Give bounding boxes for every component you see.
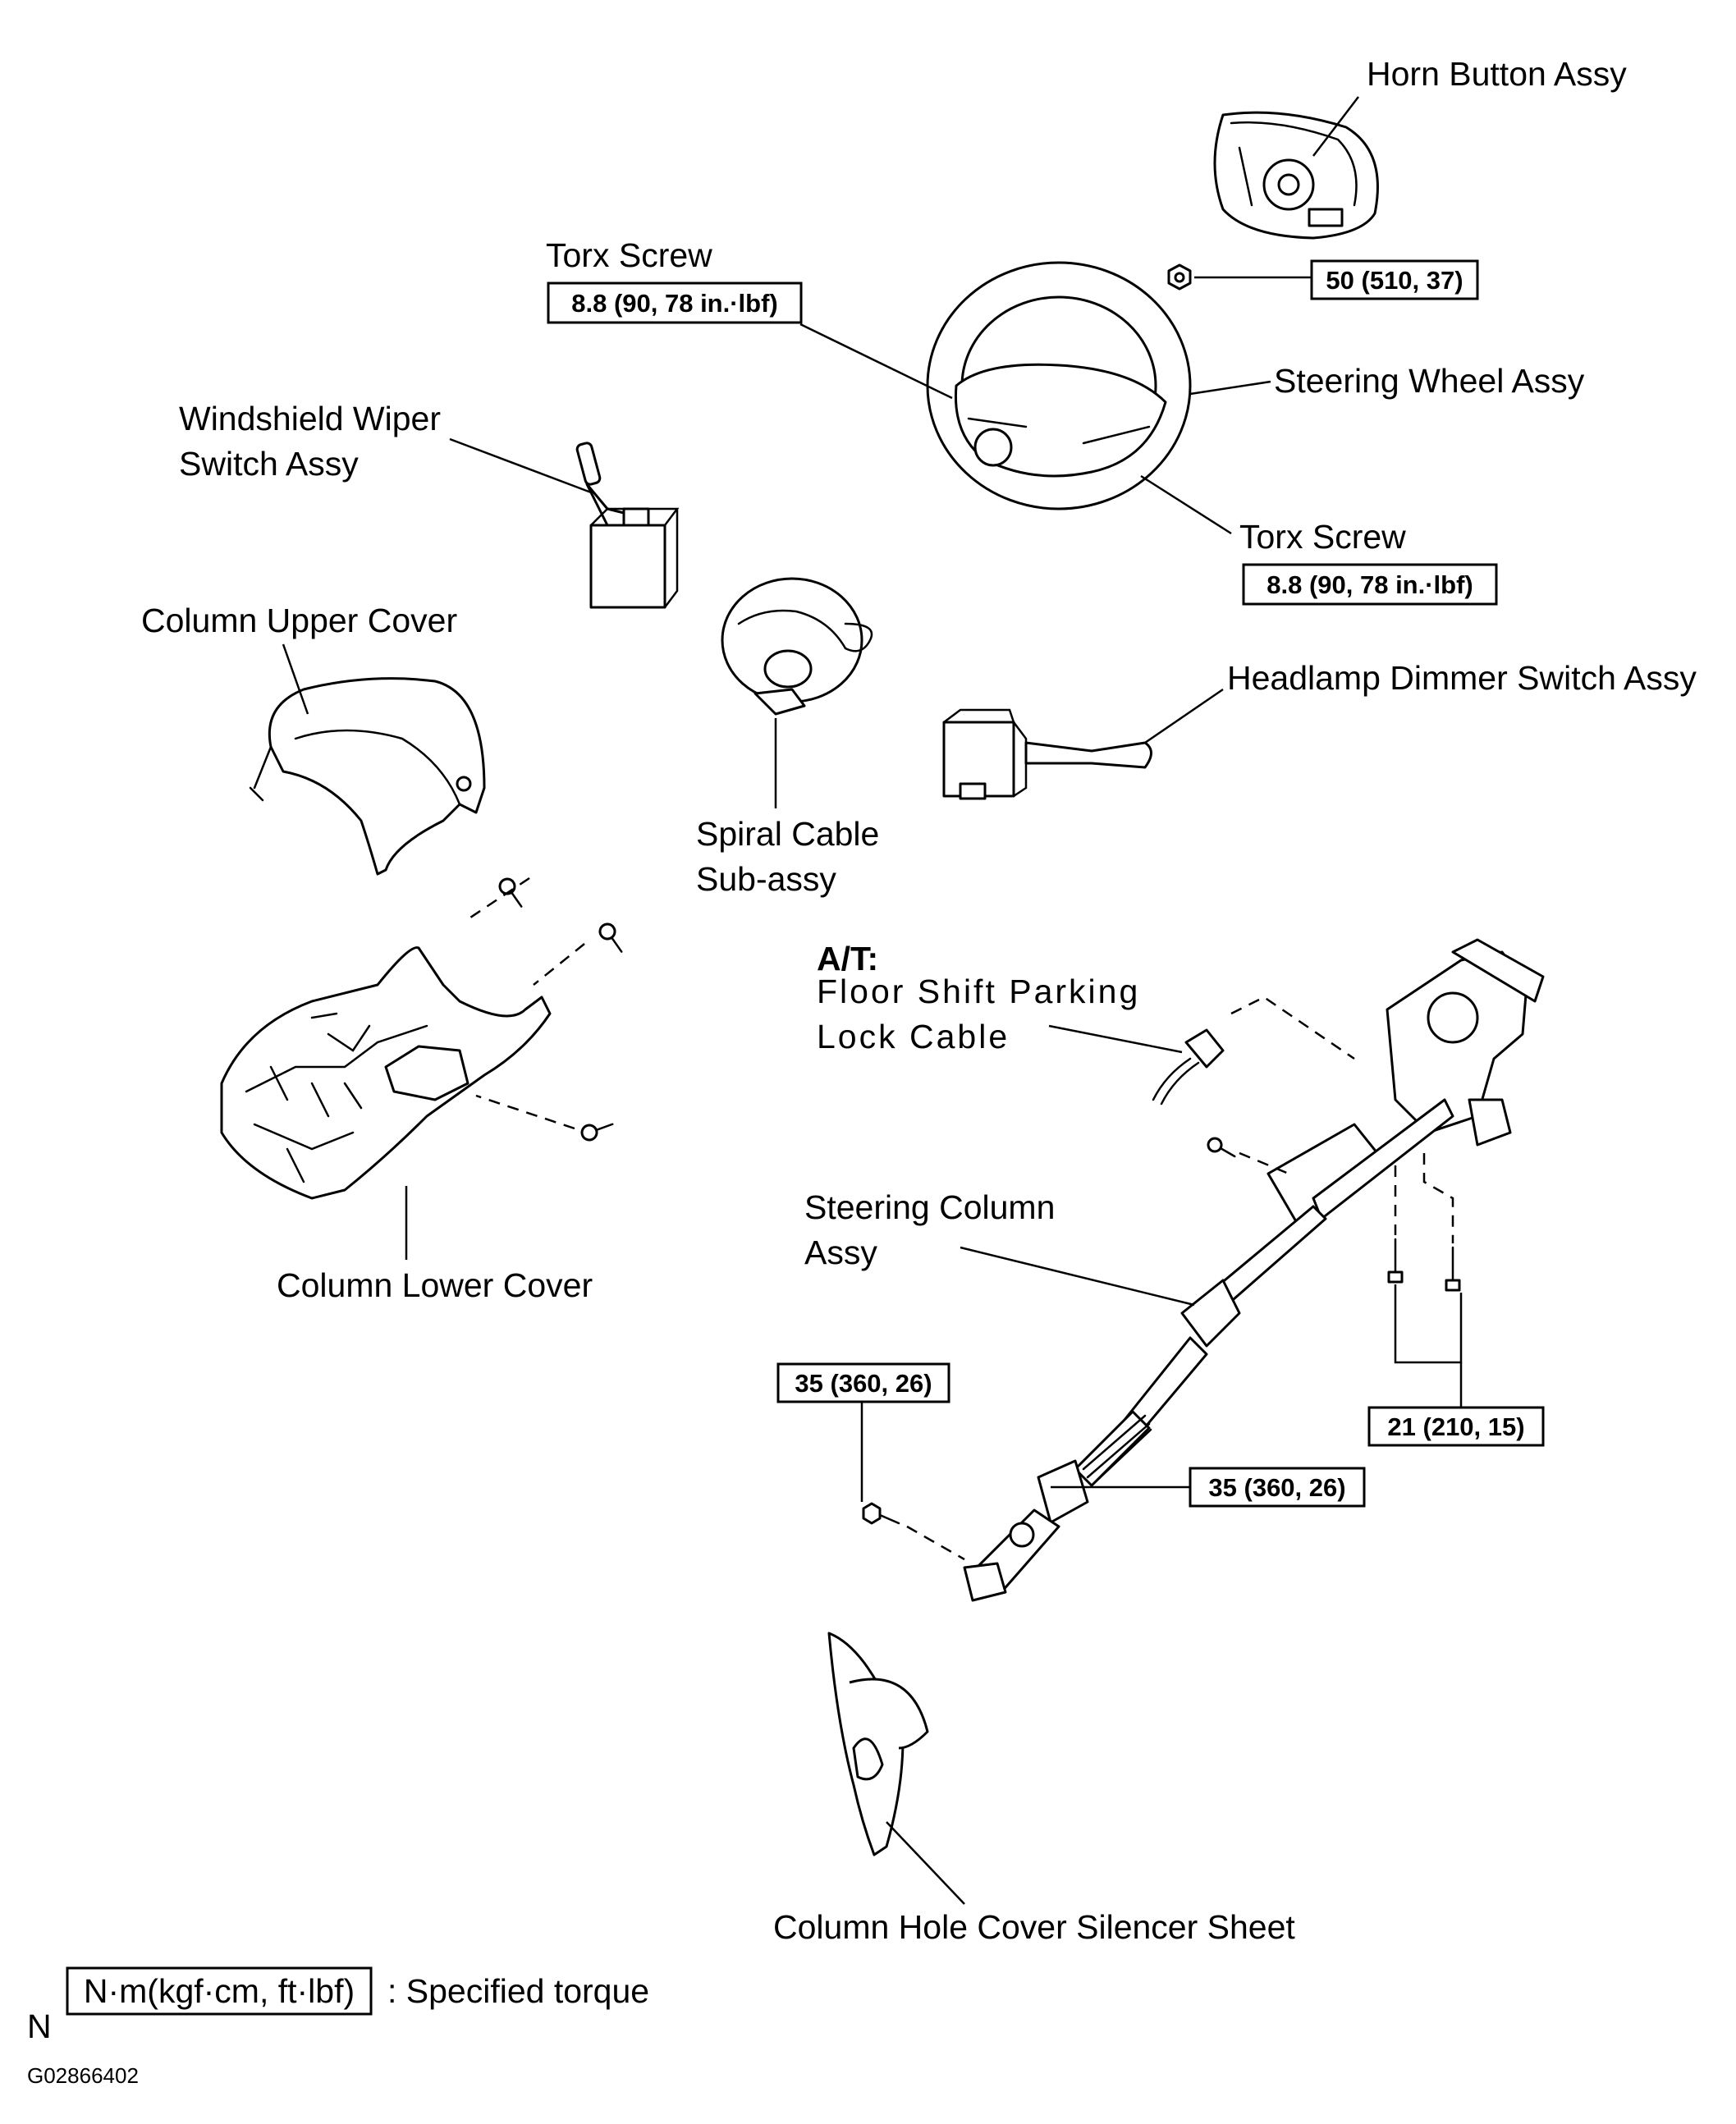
torque-value: 50 (510, 37) xyxy=(1326,266,1463,295)
torque-box-torx-top: 8.8 (90, 78 in.·lbf) xyxy=(547,282,803,324)
label-wiper-switch-line2: Switch Assy xyxy=(179,445,359,483)
legend-description: : Specified torque xyxy=(387,1972,649,2010)
label-column-upper-cover: Column Upper Cover xyxy=(141,602,457,639)
label-floor-shift-line2: Lock Cable xyxy=(817,1018,1010,1055)
lower-cover-drawing xyxy=(220,946,552,1200)
corner-n-mark: N xyxy=(27,2007,52,2045)
column-bolts-drawing xyxy=(1207,1137,1461,1292)
torque-value: 8.8 (90, 78 in.·lbf) xyxy=(571,289,778,318)
label-steering-wheel: Steering Wheel Assy xyxy=(1274,362,1585,400)
torque-box-torx-right: 8.8 (90, 78 in.·lbf) xyxy=(1242,563,1498,606)
label-at: A/T: xyxy=(817,940,878,977)
label-torx-screw-right: Torx Screw xyxy=(1239,518,1406,556)
headlamp-switch-drawing xyxy=(942,708,1152,800)
dashed-alignment-lines xyxy=(467,877,1454,1561)
label-torx-screw-top: Torx Screw xyxy=(546,236,712,274)
leader-lines xyxy=(282,96,1463,1905)
label-headlamp-dimmer: Headlamp Dimmer Switch Assy xyxy=(1227,659,1697,697)
label-steering-column-line1: Steering Column xyxy=(804,1188,1055,1226)
torque-box-joint-left: 35 (360, 26) xyxy=(776,1362,950,1403)
label-steering-column-line2: Assy xyxy=(804,1234,877,1271)
horn-nut-drawing xyxy=(1167,263,1192,291)
parking-lock-cable-drawing xyxy=(1152,1028,1225,1105)
torque-value: 35 (360, 26) xyxy=(1208,1473,1345,1502)
upper-cover-drawing xyxy=(249,677,486,876)
steering-wheel-drawing xyxy=(926,261,1192,510)
label-silencer-sheet: Column Hole Cover Silencer Sheet xyxy=(773,1908,1295,1946)
torque-legend: N·m(kgf·cm, ft·lbf) : Specified torque xyxy=(66,1966,649,2016)
figure-id: G02866402 xyxy=(27,2063,139,2088)
torque-value: 35 (360, 26) xyxy=(795,1369,932,1398)
joint-bolt-drawing xyxy=(862,1502,900,1525)
label-column-lower-cover: Column Lower Cover xyxy=(277,1266,593,1304)
label-horn-button: Horn Button Assy xyxy=(1367,55,1627,93)
label-wiper-switch-line1: Windshield Wiper xyxy=(179,400,441,437)
torque-value: 21 (210, 15) xyxy=(1387,1412,1524,1441)
silencer-sheet-drawing xyxy=(827,1632,929,1856)
label-spiral-cable-line1: Spiral Cable xyxy=(696,815,879,853)
wiper-switch-drawing xyxy=(575,442,680,609)
torque-value: 8.8 (90, 78 in.·lbf) xyxy=(1267,570,1473,599)
lower-cover-screws-drawing xyxy=(498,877,623,1142)
torque-box-column-bolts: 21 (210, 15) xyxy=(1367,1406,1545,1447)
horn-button-drawing xyxy=(1213,111,1379,240)
torque-box-joint-right: 35 (360, 26) xyxy=(1189,1467,1366,1508)
label-spiral-cable-line2: Sub-assy xyxy=(696,860,836,898)
steering-column-drawing xyxy=(963,938,1545,1602)
spiral-cable-drawing xyxy=(721,577,873,716)
legend-unit-box: N·m(kgf·cm, ft·lbf) xyxy=(84,1972,355,2010)
torque-box-horn-nut: 50 (510, 37) xyxy=(1310,259,1479,300)
label-floor-shift-line1: Floor Shift Parking xyxy=(817,973,1140,1010)
